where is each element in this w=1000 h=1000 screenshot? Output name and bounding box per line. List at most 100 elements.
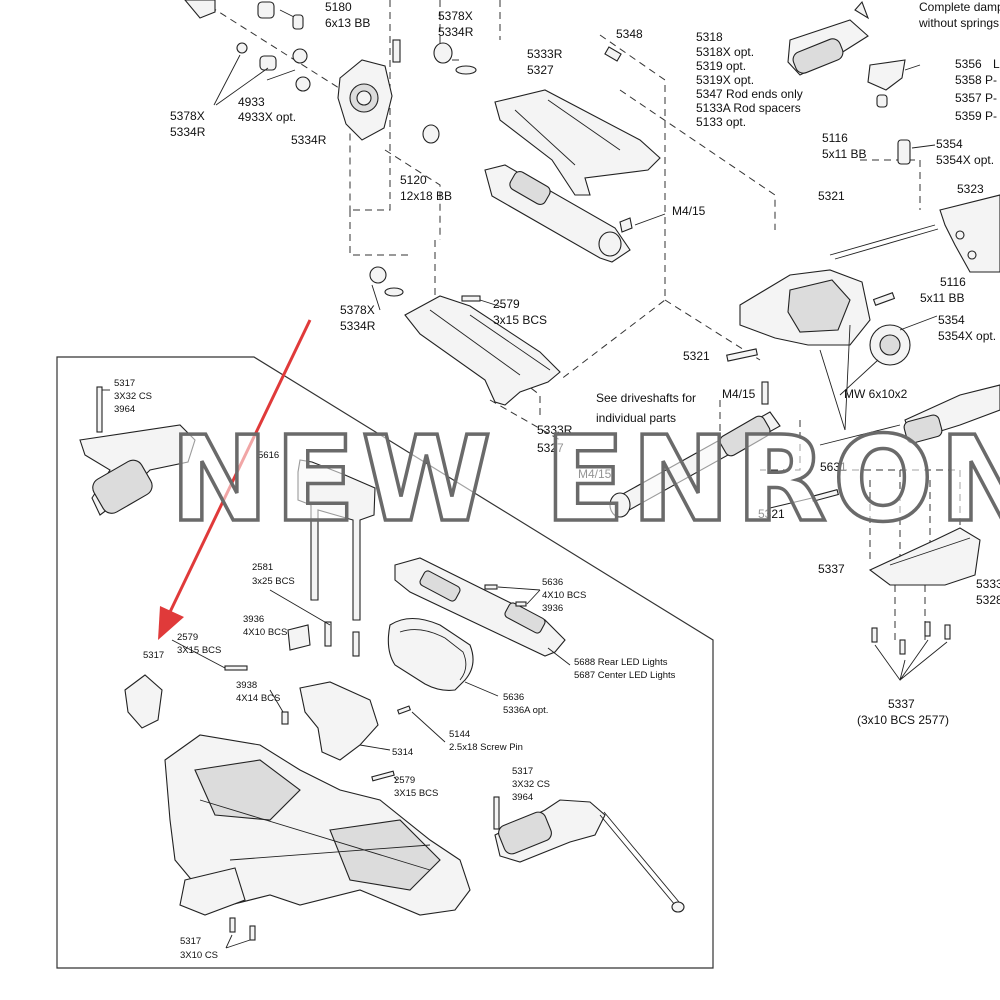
bearing-12x18 xyxy=(422,124,440,144)
bearing-5378x-lower xyxy=(369,266,387,284)
inset-parts xyxy=(79,386,685,949)
label-5133: 5133 opt. xyxy=(696,115,746,129)
label-12x18-bb: 12x18 BB xyxy=(400,189,452,203)
pin-5348 xyxy=(604,46,622,62)
label-inset-3x32-top: 3X32 CS xyxy=(114,391,152,402)
led-hoop xyxy=(387,617,474,691)
e-clip-top xyxy=(455,65,477,75)
label-5x11-top: 5x11 BB xyxy=(822,147,866,161)
label-mw-6x10x2: MW 6x10x2 xyxy=(844,387,908,401)
bearing-5378x-top xyxy=(433,42,453,64)
label-5319: 5319 opt. xyxy=(696,59,746,73)
label-inset-4x10-bcs-top: 4X10 BCS xyxy=(542,590,586,601)
label-5378x: 5378X xyxy=(438,9,473,23)
label-5347: 5347 Rod ends only xyxy=(696,87,803,101)
label-5348: 5348 xyxy=(616,27,643,41)
label-inset-2581: 2581 xyxy=(252,562,273,573)
label-inset-3x10-cs: 3X10 CS xyxy=(180,950,218,961)
body-mount-5616 xyxy=(297,459,376,621)
label-inset-5314: 5314 xyxy=(392,747,413,758)
label-inset-5317-bottom: 5317 xyxy=(180,936,201,947)
label-inset-3936-top: 3936 xyxy=(542,603,563,614)
label-m4-15-lower: M4/15 xyxy=(578,467,612,481)
label-5133a: 5133A Rod spacers xyxy=(696,101,801,115)
label-5354-top: 5354 xyxy=(936,137,963,151)
bracket-5323 xyxy=(939,194,1000,273)
label-inset-3x15-bcs: 3X15 BCS xyxy=(177,645,221,656)
pin-5116 xyxy=(872,292,896,306)
label-inset-5688: 5688 Rear LED Lights xyxy=(574,657,668,668)
bumper-mount-5314 xyxy=(299,681,379,761)
screw-pin-5144 xyxy=(396,705,412,715)
label-inset-5636-top: 5636 xyxy=(542,577,563,588)
red-pointer-arrow xyxy=(158,319,312,640)
label-complete-damper: Complete damp xyxy=(919,0,1000,14)
label-5378x-left: 5378X xyxy=(170,109,205,123)
label-inset-3964-top: 3964 xyxy=(114,404,135,415)
label-5333-right: 5333 xyxy=(976,577,1000,591)
label-4933: 4933 xyxy=(238,95,265,109)
label-5116-mid: 5116 xyxy=(940,275,966,289)
label-m4-15-mid: M4/15 xyxy=(722,387,756,401)
label-inset-5144: 5144 xyxy=(449,729,470,740)
label-5354x-mid: 5354X opt. xyxy=(938,329,996,343)
label-m4-15-top: M4/15 xyxy=(672,204,706,218)
screw-m4-15 xyxy=(619,217,633,233)
label-5333r-lower: 5333R xyxy=(537,423,573,437)
label-without-springs: without springs xyxy=(918,16,999,30)
pin-small xyxy=(392,39,401,63)
assembly-guide-lines xyxy=(199,0,961,640)
label-5318x: 5318X opt. xyxy=(696,45,754,59)
bushing xyxy=(292,14,304,30)
label-inset-3x32-lower: 3X32 CS xyxy=(512,779,550,790)
label-inset-5636-hoop: 5636 xyxy=(503,692,524,703)
label-5328-right: 5328 xyxy=(976,593,1000,607)
bracket-5317 xyxy=(124,674,163,729)
label-5359: 5359 P- xyxy=(955,109,997,123)
screw-5317-top xyxy=(96,386,103,433)
label-3x15-bcs-top: 3x15 BCS xyxy=(493,313,547,327)
skid-plate-5337 xyxy=(868,527,981,586)
label-inset-2579-lower: 2579 xyxy=(394,775,415,786)
label-see-driveshafts: See driveshafts for xyxy=(596,391,696,405)
label-5337-skid: 5337 xyxy=(818,562,845,576)
lower-suspension-arm xyxy=(404,295,561,406)
label-5180: 5180 xyxy=(325,0,352,14)
spacer-ring xyxy=(292,48,308,64)
label-3x10-bcs-2577: (3x10 BCS 2577) xyxy=(857,713,949,727)
spacer-ring-2 xyxy=(295,76,311,92)
label-inset-3x15-lower: 3X15 BCS xyxy=(394,788,438,799)
screw-2581 xyxy=(324,621,332,647)
bearing-5378x xyxy=(259,55,277,71)
label-4933x: 4933X opt. xyxy=(238,110,296,124)
label-5323: 5323 xyxy=(957,182,984,196)
screw-3938 xyxy=(281,711,289,725)
linkage-5356 xyxy=(867,59,906,91)
label-5318: 5318 xyxy=(696,30,723,44)
label-inset-5317-bracket: 5317 xyxy=(143,650,164,661)
screw-2579 xyxy=(461,295,481,302)
label-inset-5616: 5616 xyxy=(258,450,279,461)
label-inset-3x25-bcs: 3x25 BCS xyxy=(252,576,295,587)
label-inset-4x10-bcs: 4X10 BCS xyxy=(243,627,287,638)
label-5334r-left: 5334R xyxy=(170,125,206,139)
shaft-5354 xyxy=(897,139,911,165)
screw-3x10-b xyxy=(899,639,906,655)
label-inset-5317-top: 5317 xyxy=(114,378,135,389)
label-5334r: 5334R xyxy=(438,25,474,39)
screw-2581-b xyxy=(352,631,360,657)
screw-3x10-a xyxy=(871,627,878,643)
label-5333r-top: 5333R xyxy=(527,47,563,61)
label-5358: 5358 P- xyxy=(955,73,997,87)
bearing-small xyxy=(236,42,248,54)
label-5319x: 5319X opt. xyxy=(696,73,754,87)
label-5327-top: 5327 xyxy=(527,63,554,77)
label-5321-lower: 5321 xyxy=(758,507,785,521)
label-individual-parts: individual parts xyxy=(596,411,676,425)
label-5357: 5357 P- xyxy=(955,91,997,105)
label-5356: 5356 xyxy=(955,57,982,71)
label-inset-4x14-bcs: 4X14 BCS xyxy=(236,693,280,704)
label-5631: 5631 xyxy=(820,460,847,474)
bearing-5116 xyxy=(876,94,888,108)
label-5x11-mid: 5x11 BB xyxy=(920,291,964,305)
